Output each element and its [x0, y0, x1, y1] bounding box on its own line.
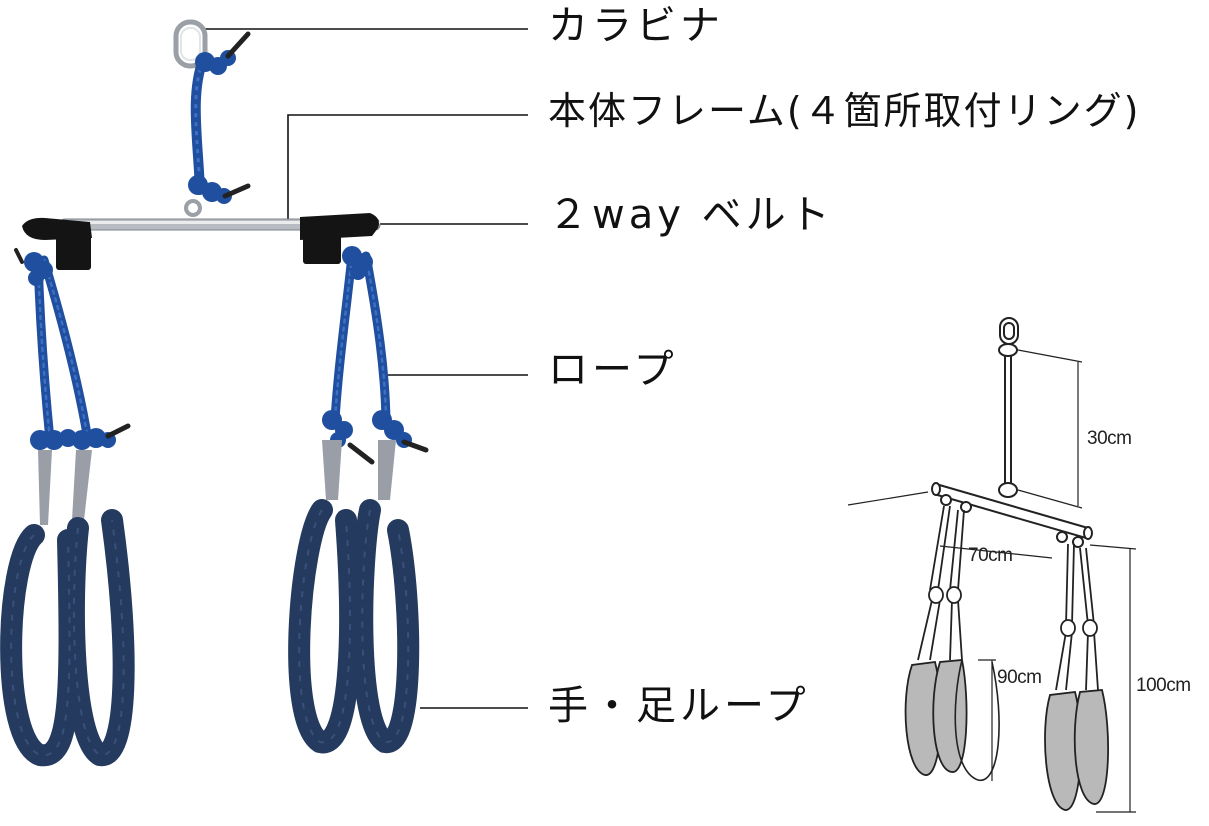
diagram-knots [928, 586, 1098, 637]
callout-loop: 手・足ループ [548, 683, 810, 729]
belt-right [300, 213, 379, 264]
dimension-drawing [847, 317, 1137, 813]
dimension-lines [847, 349, 1137, 813]
diagram-loops [904, 659, 1110, 811]
dimension-total-height-label: 100cm [1136, 675, 1191, 696]
diagram-straps [917, 505, 1099, 691]
gray-straps [38, 440, 396, 525]
callout-belt: ２way ベルト [548, 192, 834, 238]
hand-foot-loops [0, 499, 420, 767]
right-ropes [330, 251, 391, 425]
dimension-loop-length-label: 90cm [997, 667, 1042, 688]
product-photo [0, 19, 528, 767]
diagram-frame-bar [931, 482, 1093, 548]
callout-carabiner: カラビナ [548, 3, 724, 49]
dimension-frame-width-label: 70cm [968, 545, 1013, 566]
diagram-carabiner-icon [998, 317, 1019, 498]
callout-frame: 本体フレーム(４箇所取付リング) [548, 89, 1141, 133]
carabiner-icon [173, 19, 208, 69]
leader-frame [287, 114, 528, 220]
left-ropes [33, 255, 93, 445]
belt-left [22, 217, 92, 270]
callout-rope: ロープ [548, 347, 678, 393]
diagram-loop-outline [954, 659, 1000, 781]
top-rope [184, 31, 251, 217]
leader-lines [205, 28, 528, 709]
loop-seams [10, 509, 410, 757]
dimension-suspension-label: 30cm [1087, 428, 1132, 449]
left-knots [24, 252, 116, 450]
